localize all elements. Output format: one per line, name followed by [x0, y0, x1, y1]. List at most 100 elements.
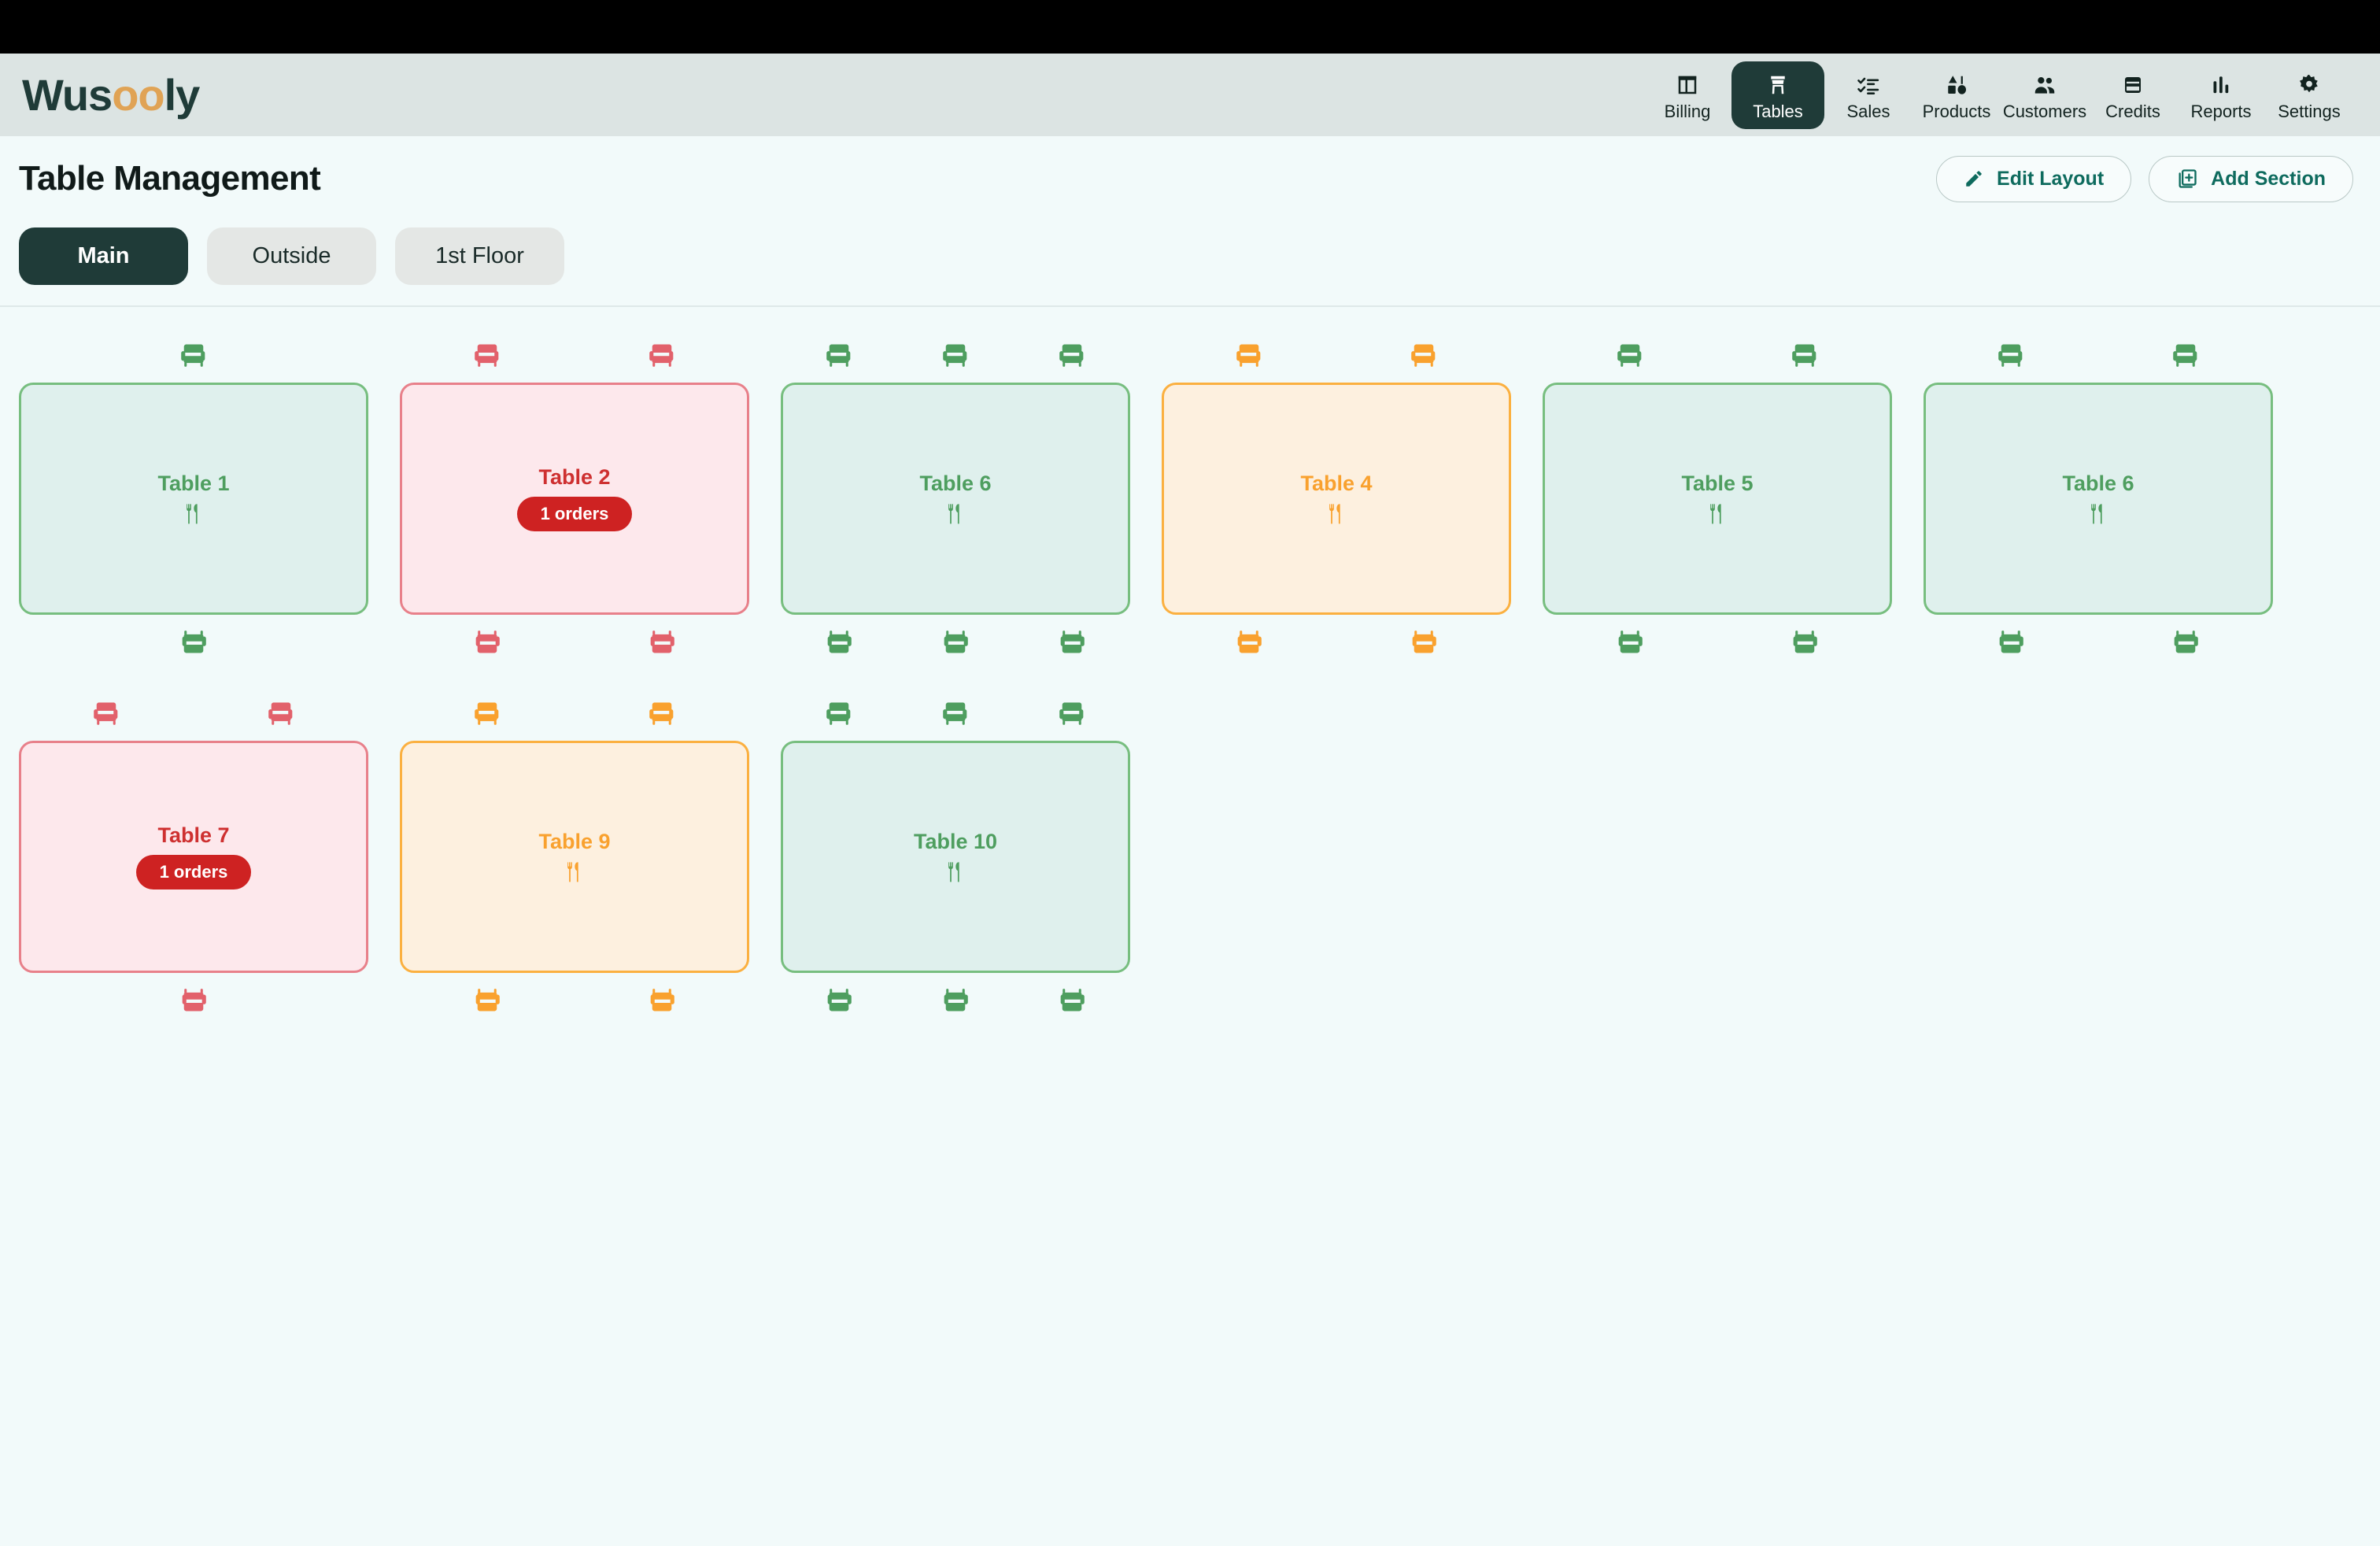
chair-icon[interactable] [781, 701, 897, 727]
nav-item-products[interactable]: Products [1913, 61, 2001, 129]
chair-icon[interactable] [194, 701, 368, 727]
nav-item-tables[interactable]: Tables [1731, 61, 1824, 129]
nav-item-sales[interactable]: Sales [1824, 61, 1913, 129]
chair-icon[interactable] [19, 629, 368, 654]
chair-icon[interactable] [1014, 629, 1130, 654]
chair-icon[interactable] [781, 987, 897, 1012]
table-unit: Table 10 [781, 697, 1130, 1017]
table-name: Table 7 [157, 823, 230, 847]
chair-icon[interactable] [1924, 629, 2098, 654]
chair-icon[interactable] [1717, 343, 1892, 368]
billing-icon [1676, 72, 1699, 98]
chair-icon[interactable] [400, 987, 575, 1012]
chair-row-top [1162, 338, 1511, 373]
chair-row-bottom [1543, 624, 1892, 659]
orders-badge[interactable]: 1 orders [135, 855, 252, 890]
page-actions: Edit Layout Add Section [1936, 155, 2353, 202]
chair-row-bottom [400, 624, 749, 659]
add-section-button[interactable]: Add Section [2149, 155, 2353, 202]
app-logo[interactable]: Wusooly [22, 72, 200, 117]
section-tab-main[interactable]: Main [19, 227, 188, 285]
products-icon [1945, 72, 1968, 98]
nav-item-label: Sales [1846, 101, 1890, 121]
section-tab-1st-floor[interactable]: 1st Floor [395, 227, 564, 285]
table-name: Table 6 [919, 471, 992, 495]
chair-icon[interactable] [1543, 343, 1717, 368]
chair-row-bottom [19, 624, 368, 659]
chair-icon[interactable] [19, 343, 368, 368]
cutlery-icon [564, 861, 585, 883]
section-tab-outside[interactable]: Outside [207, 227, 376, 285]
table-card[interactable]: Table 6 [1924, 383, 2273, 615]
chair-icon[interactable] [781, 629, 897, 654]
table-card[interactable]: Table 5 [1543, 383, 1892, 615]
table-unit: Table 9 [400, 697, 749, 1017]
table-card[interactable]: Table 4 [1162, 383, 1511, 615]
chair-icon[interactable] [1924, 343, 2098, 368]
chair-icon[interactable] [400, 701, 575, 727]
pencil-icon [1964, 168, 1984, 189]
chair-icon[interactable] [400, 629, 575, 654]
chair-icon[interactable] [400, 343, 575, 368]
chair-icon[interactable] [1717, 629, 1892, 654]
chair-icon[interactable] [575, 701, 749, 727]
chair-icon[interactable] [897, 343, 1014, 368]
table-name: Table 5 [1681, 471, 1754, 495]
cutlery-icon [183, 503, 204, 525]
table-card[interactable]: Table 2 1 orders [400, 383, 749, 615]
customers-icon [2033, 72, 2057, 98]
chair-icon[interactable] [19, 987, 368, 1012]
orders-badge[interactable]: 1 orders [516, 497, 633, 532]
cutlery-icon [945, 861, 966, 883]
edit-layout-button[interactable]: Edit Layout [1936, 155, 2132, 202]
chair-icon[interactable] [1336, 629, 1511, 654]
nav-item-label: Billing [1664, 101, 1711, 121]
table-card[interactable]: Table 6 [781, 383, 1130, 615]
table-unit: Table 6 [781, 338, 1130, 659]
table-unit: Table 6 [1924, 338, 2273, 659]
chair-icon[interactable] [1014, 987, 1130, 1012]
chair-icon[interactable] [1543, 629, 1717, 654]
action-button-label: Edit Layout [1997, 167, 2105, 190]
chair-icon[interactable] [1014, 701, 1130, 727]
chair-icon[interactable] [897, 701, 1014, 727]
chair-icon[interactable] [19, 701, 194, 727]
table-card[interactable]: Table 7 1 orders [19, 741, 368, 973]
chair-row-top [1924, 338, 2273, 373]
table-card[interactable]: Table 9 [400, 741, 749, 973]
chair-icon[interactable] [575, 343, 749, 368]
chair-icon[interactable] [897, 629, 1014, 654]
nav-item-settings[interactable]: Settings [2265, 61, 2353, 129]
chair-icon[interactable] [1014, 343, 1130, 368]
table-card[interactable]: Table 1 [19, 383, 368, 615]
table-name: Table 6 [2062, 471, 2134, 495]
page-title: Table Management [19, 159, 321, 198]
chair-icon[interactable] [575, 629, 749, 654]
chair-row-top [19, 697, 368, 731]
nav-item-label: Credits [2105, 101, 2160, 121]
chair-icon[interactable] [2098, 343, 2273, 368]
nav-item-label: Reports [2190, 101, 2252, 121]
table-unit: Table 2 1 orders [400, 338, 749, 659]
table-name: Table 1 [157, 471, 230, 495]
table-name: Table 10 [913, 829, 998, 853]
chair-row-bottom [400, 982, 749, 1017]
nav-item-customers[interactable]: Customers [2001, 61, 2089, 129]
nav-item-billing[interactable]: Billing [1643, 61, 1731, 129]
chair-icon[interactable] [1162, 629, 1336, 654]
section-tabs: Main Outside 1st Floor [0, 204, 2380, 307]
table-card[interactable]: Table 10 [781, 741, 1130, 973]
nav-item-reports[interactable]: Reports [2177, 61, 2265, 129]
chair-row-top [781, 338, 1130, 373]
chair-icon[interactable] [2098, 629, 2273, 654]
chair-icon[interactable] [575, 987, 749, 1012]
chair-icon[interactable] [781, 343, 897, 368]
chair-icon[interactable] [1162, 343, 1336, 368]
chair-icon[interactable] [1336, 343, 1511, 368]
status-bar [0, 0, 2380, 54]
nav-item-credits[interactable]: Credits [2089, 61, 2177, 129]
chair-row-top [400, 697, 749, 731]
table-name: Table 2 [538, 464, 611, 489]
chair-icon[interactable] [897, 987, 1014, 1012]
